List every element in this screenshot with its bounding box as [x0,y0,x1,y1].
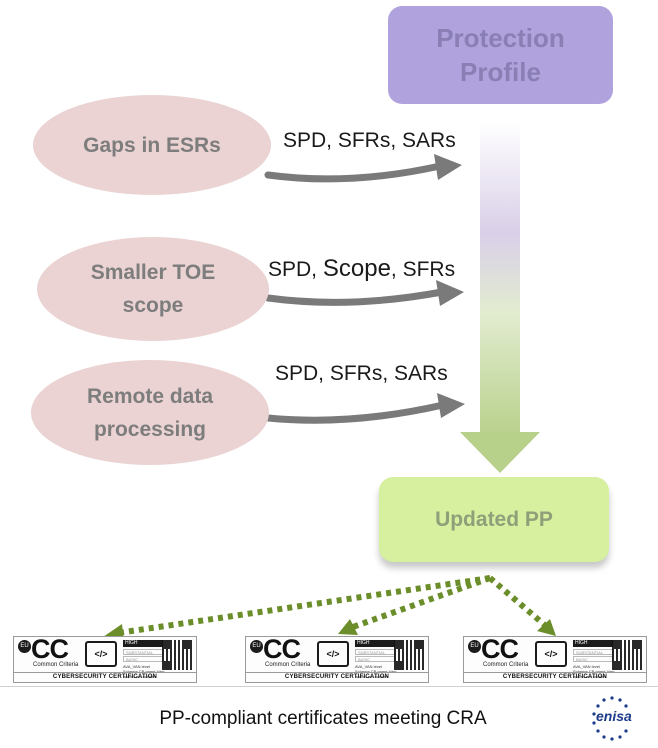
input-oval-gaps-in-esrs: Gaps in ESRs [33,95,271,195]
arrow-label-1-text: SPD, SFRs, SARs [283,129,456,152]
assurance-level-basic: BASIC [573,656,613,662]
cc-logo-subtitle: Common Criteria [265,662,311,668]
certificate-label: EU CC Common Criteria </> HIGH SUBSTANTI… [463,634,647,683]
cc-logo: CC [481,634,519,664]
certificate-meta-line: Scheme CB name Vanr [123,669,165,674]
certificate-meta-line: AVA_VAN level [355,664,382,669]
oval-2-line-2: scope [122,294,184,317]
qr-code-icon [394,640,424,670]
input-arrow-2 [264,288,446,306]
cc-logo: CC [263,634,301,664]
qr-code-icon [612,640,642,670]
input-oval-remote-data-processing: Remote data processing [31,360,269,465]
arrow-label-2-part-3: , SFRs [390,258,456,281]
protection-profile-line-2: Profile [460,57,541,87]
certificate-meta-line: Issued no: number [355,674,389,679]
input-arrowhead-2 [436,280,464,306]
input-arrowhead-1 [434,154,462,180]
protection-profile-line-1: Protection [436,23,565,53]
dotted-arrow-left [117,575,491,636]
assurance-level-high: HIGH [355,640,395,647]
certificate-meta-line: Scheme CB name Vanr [573,669,615,674]
oval-3-line-1: Remote data [86,384,214,408]
updated-pp-box: Updated PP [379,477,609,562]
updated-pp-label: Updated PP [435,507,553,531]
eu-badge-icon: EU [18,640,31,653]
eu-badge-icon: EU [468,640,481,653]
eu-badge-icon: EU [250,640,263,653]
assurance-level-substantial: SUBSTANTIAL [123,649,163,655]
arrow-label-2-part-1: SPD, [268,258,323,281]
oval-3-line-2: processing [93,417,207,441]
certificate-footer: CYBERSECURITY CERTIFICATION [14,672,196,682]
assurance-level-basic: BASIC [123,656,163,662]
chip-icon: </> [535,641,567,667]
assurance-level-high: HIGH [123,640,163,647]
certificate-label: EU CC Common Criteria </> HIGH SUBSTANTI… [245,634,429,683]
enisa-logo: enisa [586,694,638,742]
cc-logo-subtitle: Common Criteria [483,662,529,668]
footer-divider [0,686,658,687]
chip-icon: </> [85,641,117,667]
eu-stars-icon [592,696,628,741]
dotted-arrowhead-center [338,619,358,635]
arrow-label-1: SPD, SFRs, SARs [283,129,456,153]
certificate-meta: AVA_VAN level Scheme CB name Vanr Issued… [573,664,615,679]
certificate-meta: AVA_VAN level Scheme CB name Vanr Issued… [123,664,165,679]
assurance-level-substantial: SUBSTANTIAL [355,649,395,655]
footer-caption: PP-compliant certificates meeting CRA [159,708,487,729]
flow-down-arrow [460,122,540,473]
dotted-arrow-center [348,575,492,631]
enisa-wordmark: enisa [596,708,632,724]
assurance-level-substantial: SUBSTANTIAL [573,649,613,655]
certificate-label: EU CC Common Criteria </> HIGH SUBSTANTI… [13,634,197,683]
assurance-level-high: HIGH [573,640,613,647]
qr-code-icon [162,640,192,670]
certificate-meta-line: Issued no: number [573,674,607,679]
protection-profile-box: Protection Profile [388,6,613,104]
dotted-arrows [117,575,549,636]
input-arrows [264,162,447,424]
arrow-label-2: SPD, Scope, SFRs [268,255,455,283]
input-arrow-1 [264,162,444,183]
oval-2-line-1: Smaller TOE [90,261,216,284]
oval-1-line-1: Gaps in ESRs [83,133,221,157]
cc-logo: CC [31,634,69,664]
assurance-level-basic: BASIC [355,656,395,662]
certificate-footer: CYBERSECURITY CERTIFICATION [246,672,428,682]
certificate-meta-line: AVA_VAN level [573,664,600,669]
certificate-meta-line: Issued no: number [123,674,157,679]
certificate-meta-line: AVA_VAN level [123,664,150,669]
input-arrow-3 [264,401,447,424]
input-arrowhead-3 [437,393,465,418]
arrow-label-3: SPD, SFRs, SARs [275,362,448,386]
cc-logo-subtitle: Common Criteria [33,662,79,668]
certificate-footer: CYBERSECURITY CERTIFICATION [464,672,646,682]
arrow-label-2-part-2: Scope [322,255,391,282]
certificate-meta: AVA_VAN level Scheme CB name Vanr Issued… [355,664,397,679]
arrow-label-3-text: SPD, SFRs, SARs [275,362,448,385]
input-oval-smaller-toe-scope: Smaller TOE scope [37,237,269,341]
dotted-arrow-right [488,575,549,630]
chip-icon: </> [317,641,349,667]
certificate-meta-line: Scheme CB name Vanr [355,669,397,674]
dotted-arrowhead-right [537,619,556,636]
